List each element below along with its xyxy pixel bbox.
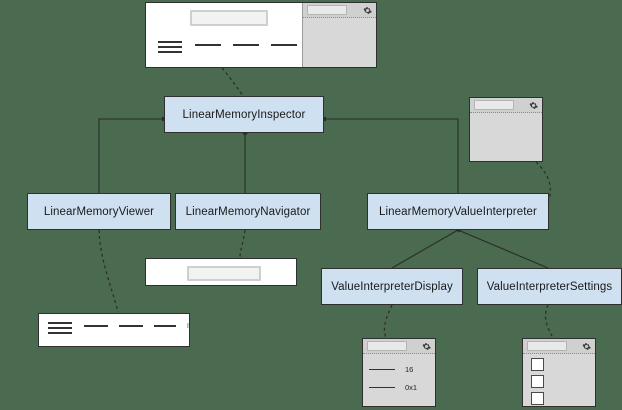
mockup-viewer-ascii-dots [187,323,189,328]
edge-mockup-inspector-to-inspector [221,67,244,97]
node-linear-memory-navigator[interactable]: LinearMemoryNavigator [175,193,321,230]
edge-display-to-mockup-display [383,304,393,339]
edge-navigator-to-mockup-navigator [239,229,246,259]
mockup-viewer-address-column [48,322,72,334]
mockup-display-row-value: 16 [405,365,414,374]
mockup-inspector-toolbar-input[interactable] [307,5,347,15]
edge-settings-to-mockup-settings [544,304,554,339]
node-label: ValueInterpreterSettings [486,280,613,293]
mockup-inspector-memory-pane [146,3,345,67]
edge-interpreter-settings [457,229,549,269]
mockup-display-row-label [369,368,395,371]
mockup-viewer-hex-row [84,323,189,328]
mockup-settings-checkbox[interactable] [531,358,544,371]
node-label: ValueInterpreterDisplay [331,280,453,293]
mockup-display-row-value: 0x1 [405,383,418,392]
mockup-inspector[interactable] [145,2,377,68]
edge-viewer-to-mockup-viewer [98,229,119,313]
mockup-settings[interactable] [522,338,596,407]
edge-inspector-viewer [98,118,164,193]
edge-interpreter-display [391,229,459,269]
mockup-display-row: 16 [363,365,435,374]
node-label: LinearMemoryViewer [43,205,155,218]
edge-inspector-interpreter [324,118,459,193]
mockup-interpreter[interactable] [469,97,543,162]
node-linear-memory-value-interpreter[interactable]: LinearMemoryValueInterpreter [367,193,549,230]
mockup-settings-toolbar-input[interactable] [527,341,567,351]
mockup-settings-checkbox[interactable] [531,392,544,405]
mockup-settings-toolbar [523,339,595,354]
gear-icon[interactable] [529,101,538,110]
node-value-interpreter-settings[interactable]: ValueInterpreterSettings [477,268,622,305]
node-linear-memory-viewer[interactable]: LinearMemoryViewer [27,193,171,230]
mockup-inspector-toolbar [303,3,376,18]
mockup-inspector-address-input[interactable] [190,10,268,26]
mockup-display[interactable]: 16 0x1 [362,338,436,407]
gear-icon[interactable] [363,6,372,15]
mockup-interpreter-toolbar-input[interactable] [474,100,514,110]
mockup-navigator[interactable] [145,258,297,286]
node-label: LinearMemoryInspector [182,108,306,121]
node-label: LinearMemoryNavigator [185,205,311,218]
node-label: LinearMemoryValueInterpreter [379,205,537,218]
mockup-settings-checkbox[interactable] [531,375,544,388]
node-value-interpreter-display[interactable]: ValueInterpreterDisplay [321,268,463,305]
mockup-viewer[interactable] [38,313,190,347]
mockup-inspector-interpreter-pane [302,3,376,67]
mockup-display-row: 0x1 [363,383,435,392]
mockup-display-toolbar [363,339,435,354]
mockup-navigator-address-input[interactable] [187,266,261,281]
gear-icon[interactable] [422,342,431,351]
mockup-interpreter-toolbar [470,98,542,113]
mockup-inspector-address-column [158,41,182,53]
gear-icon[interactable] [582,342,591,351]
mockup-display-toolbar-input[interactable] [367,341,407,351]
node-linear-memory-inspector[interactable]: LinearMemoryInspector [164,96,324,133]
mockup-display-row-label [369,386,395,389]
